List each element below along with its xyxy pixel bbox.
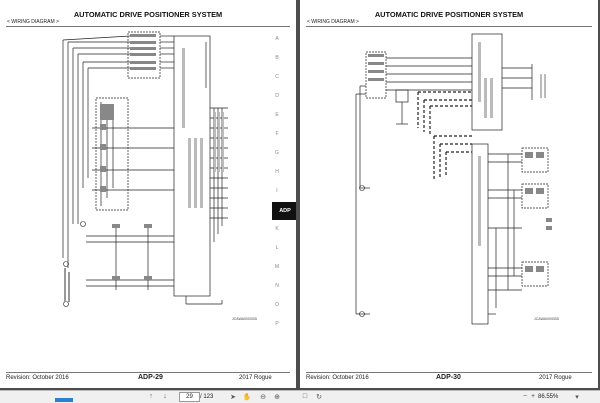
edge-letter: P bbox=[275, 321, 279, 327]
edge-letter: C bbox=[275, 74, 279, 80]
footer-divider bbox=[6, 372, 290, 373]
hand-icon[interactable]: ✋ bbox=[242, 393, 252, 401]
rotate-icon[interactable]: ↻ bbox=[316, 393, 322, 401]
edge-letter: I bbox=[276, 188, 278, 194]
cursor-icon[interactable]: ➤ bbox=[230, 393, 236, 401]
section-label: < WIRING DIAGRAM > bbox=[7, 19, 59, 25]
edge-letter: K bbox=[275, 226, 279, 232]
zoom-out-icon[interactable]: ⊖ bbox=[260, 393, 266, 401]
footer-divider bbox=[306, 372, 592, 373]
edge-letter: E bbox=[275, 112, 279, 118]
edge-letter: A bbox=[275, 36, 279, 42]
edge-letter: O bbox=[275, 302, 279, 308]
edge-letter-index: A B C D E F G H I J K L M N O P bbox=[272, 36, 282, 340]
page-code: ADP-30 bbox=[436, 374, 461, 381]
down-arrow-icon[interactable]: ↓ bbox=[163, 393, 167, 400]
viewer-toolbar: ↑ ↓ 29 / 123 ➤ ✋ ⊖ ⊕ □ ↻ − + 86.55% ▾ bbox=[0, 390, 600, 403]
edge-letter: G bbox=[275, 150, 279, 156]
page-title: AUTOMATIC DRIVE POSITIONER SYSTEM bbox=[73, 10, 223, 19]
header-divider bbox=[6, 26, 290, 27]
model-label: 2017 Rogue bbox=[539, 375, 572, 381]
revision-label: Revision: October 2016 bbox=[306, 375, 369, 381]
page-adp-30: AUTOMATIC DRIVE POSITIONER SYSTEM < WIRI… bbox=[300, 0, 598, 388]
wiring-diagram bbox=[62, 31, 228, 307]
edge-letter: B bbox=[275, 55, 279, 61]
page-adp-29: AUTOMATIC DRIVE POSITIONER SYSTEM < WIRI… bbox=[0, 0, 296, 388]
revision-label: Revision: October 2016 bbox=[6, 375, 69, 381]
edge-letter: D bbox=[275, 93, 279, 99]
edge-letter: M bbox=[274, 264, 280, 270]
chevron-down-icon[interactable]: ▾ bbox=[575, 393, 579, 401]
zoom-in-icon[interactable]: ⊕ bbox=[274, 393, 280, 401]
edge-letter: N bbox=[275, 283, 279, 289]
edge-letter: F bbox=[275, 131, 279, 137]
zoom-level[interactable]: 86.55% bbox=[538, 394, 559, 400]
wiring-diagram bbox=[355, 33, 552, 325]
figure-reference: JCAWA0000GB bbox=[232, 317, 257, 321]
page-count: / 123 bbox=[200, 394, 214, 400]
section-label: < WIRING DIAGRAM > bbox=[307, 19, 359, 25]
edge-letter: H bbox=[275, 169, 279, 175]
document-viewer: AUTOMATIC DRIVE POSITIONER SYSTEM < WIRI… bbox=[0, 0, 600, 390]
taskbar-indicator bbox=[55, 398, 73, 402]
zoom-in-icon[interactable]: + bbox=[530, 393, 536, 400]
section-tab: ADP bbox=[272, 202, 296, 220]
header-divider bbox=[306, 26, 592, 27]
page-code: ADP-29 bbox=[138, 374, 163, 381]
up-arrow-icon[interactable]: ↑ bbox=[149, 393, 153, 400]
page-title: AUTOMATIC DRIVE POSITIONER SYSTEM bbox=[374, 10, 524, 19]
model-label: 2017 Rogue bbox=[239, 375, 272, 381]
edge-letter: L bbox=[275, 245, 279, 251]
fit-page-icon[interactable]: □ bbox=[302, 393, 308, 400]
figure-reference: JCAWA0000GB bbox=[534, 317, 559, 321]
page-number-input[interactable]: 29 bbox=[179, 392, 200, 402]
zoom-out-icon[interactable]: − bbox=[522, 393, 528, 400]
